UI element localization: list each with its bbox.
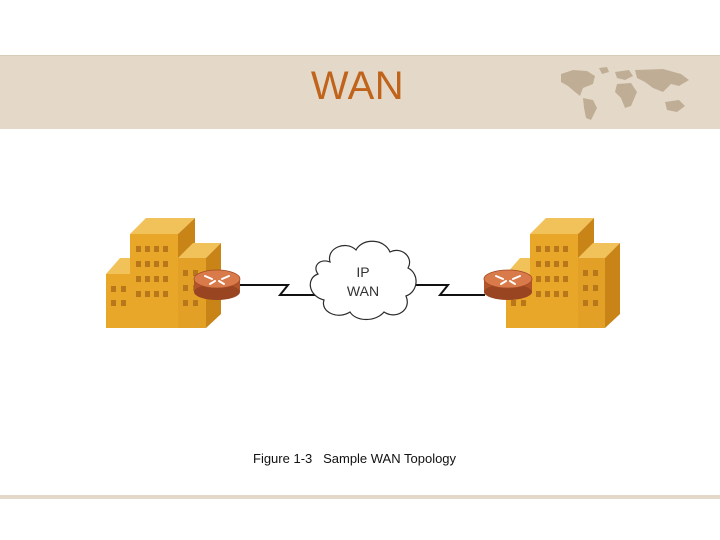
right-building-icon — [506, 218, 620, 328]
world-map-icon — [561, 67, 689, 120]
cloud-label-line2: WAN — [346, 283, 380, 299]
slide-title: WAN — [310, 64, 405, 108]
cloud-label-line1: IP — [356, 264, 370, 280]
ip-wan-cloud-icon — [309, 240, 417, 321]
left-router-icon — [193, 269, 241, 300]
header-band — [0, 55, 720, 129]
right-router-icon — [483, 269, 533, 300]
figure-caption: Figure 1-3 Sample WAN Topology — [253, 451, 457, 466]
left-wan-link — [240, 284, 318, 296]
footer-line — [0, 495, 720, 499]
right-wan-link — [408, 284, 485, 296]
